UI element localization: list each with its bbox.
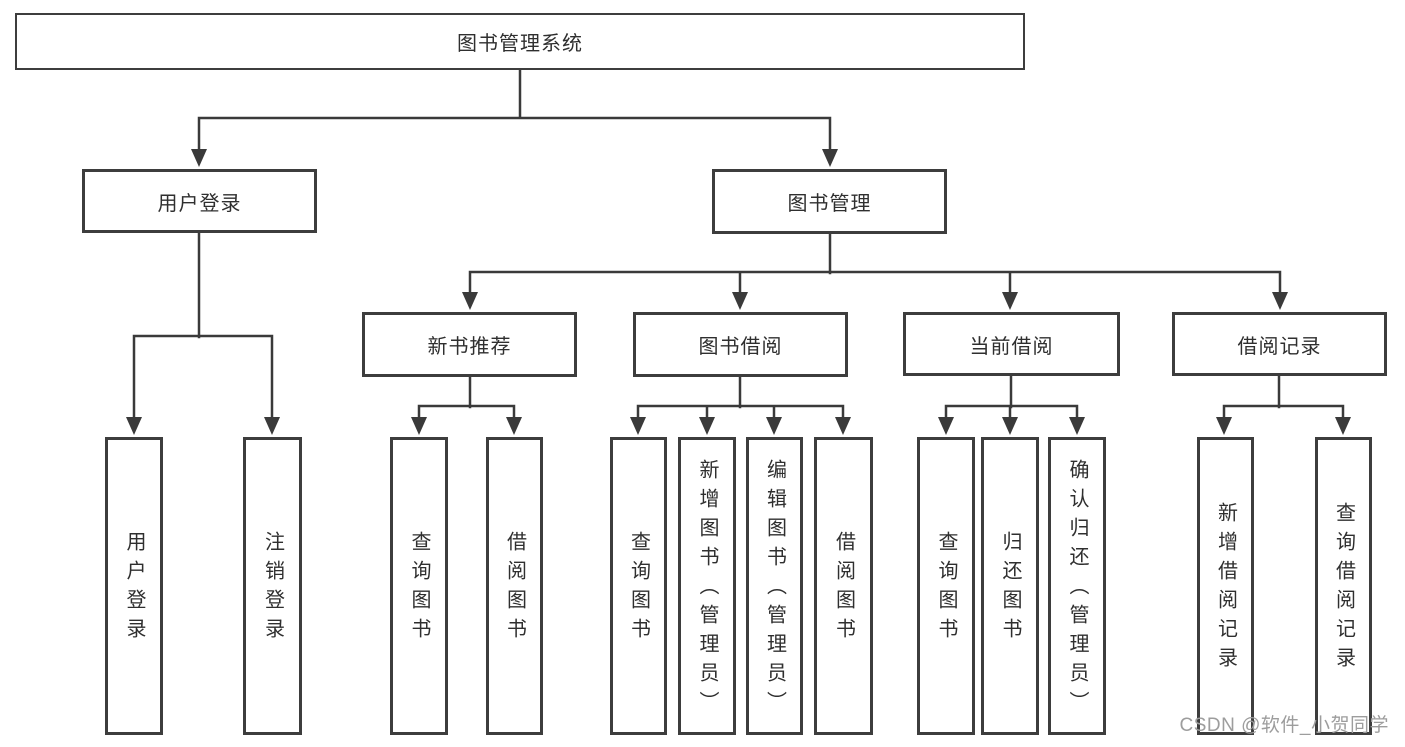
- connector-line: [417, 375, 516, 422]
- connector-line: [944, 375, 1079, 422]
- node-book-management-branch: 图书管理: [712, 169, 947, 234]
- leaf-label: 查询借阅记录: [1332, 502, 1355, 676]
- node-label: 当前借阅: [969, 335, 1054, 358]
- node-new-book-recommend: 新书推荐: [362, 312, 577, 377]
- arrowhead-icon: [411, 417, 522, 435]
- node-system-root: 图书管理系统: [15, 13, 1025, 70]
- leaf-label: 编辑图书（管理员）: [763, 458, 786, 720]
- connector-line: [197, 68, 832, 153]
- node-label: 新书推荐: [427, 336, 512, 358]
- leaf-confirm-return-admin: 确认归还（管理员）: [1048, 437, 1106, 735]
- leaf-edit-books-admin: 编辑图书（管理员）: [746, 437, 803, 735]
- leaf-add-borrow-record: 新增借阅记录: [1197, 437, 1254, 735]
- leaf-return-books: 归还图书: [981, 437, 1039, 735]
- arrowhead-icon: [938, 417, 1085, 435]
- connector-line: [636, 375, 845, 422]
- leaf-user-login: 用户登录: [105, 437, 163, 735]
- arrowhead-icon: [191, 149, 838, 167]
- node-label: 借阅记录: [1237, 335, 1322, 358]
- node-label: 图书借阅: [698, 336, 783, 358]
- watermark-text: CSDN @软件_小贺同学: [1179, 715, 1389, 736]
- connector-line: [132, 231, 274, 422]
- leaf-add-books-admin: 新增图书（管理员）: [678, 437, 736, 735]
- leaf-query-books-recommend: 查询图书: [390, 437, 448, 735]
- node-user-login-branch: 用户登录: [82, 169, 317, 233]
- leaf-borrow-books-recommend: 借阅图书: [486, 437, 543, 735]
- node-label: 图书管理系统: [457, 33, 583, 55]
- arrowhead-icon: [126, 417, 280, 435]
- leaf-query-books-current: 查询图书: [917, 437, 975, 735]
- arrowhead-icon: [630, 417, 851, 435]
- leaf-label: 查询图书: [935, 531, 957, 647]
- connector-line: [1222, 375, 1345, 422]
- leaf-label: 借阅图书: [503, 531, 526, 647]
- node-current-borrow: 当前借阅: [903, 312, 1120, 376]
- leaf-label: 借阅图书: [832, 531, 855, 647]
- node-borrow-records: 借阅记录: [1172, 312, 1387, 376]
- leaf-borrow-books: 借阅图书: [814, 437, 873, 735]
- leaf-label: 查询图书: [408, 531, 430, 647]
- node-book-borrow: 图书借阅: [633, 312, 848, 377]
- leaf-query-borrow-record: 查询借阅记录: [1315, 437, 1372, 735]
- node-label: 图书管理: [787, 193, 872, 215]
- leaf-label: 新增借阅记录: [1214, 502, 1237, 676]
- connector-line: [468, 233, 1282, 296]
- leaf-query-books-borrow: 查询图书: [610, 437, 667, 735]
- leaf-label: 归还图书: [999, 531, 1021, 647]
- leaf-label: 确认归还（管理员）: [1066, 458, 1088, 720]
- leaf-label: 新增图书（管理员）: [696, 458, 718, 720]
- arrowhead-icon: [1216, 417, 1351, 435]
- leaf-label: 注销登录: [261, 531, 284, 647]
- arrowhead-icon: [462, 292, 1288, 310]
- leaf-logout: 注销登录: [243, 437, 302, 735]
- leaf-label: 用户登录: [123, 531, 145, 647]
- leaf-label: 查询图书: [627, 531, 650, 647]
- node-label: 用户登录: [157, 192, 242, 215]
